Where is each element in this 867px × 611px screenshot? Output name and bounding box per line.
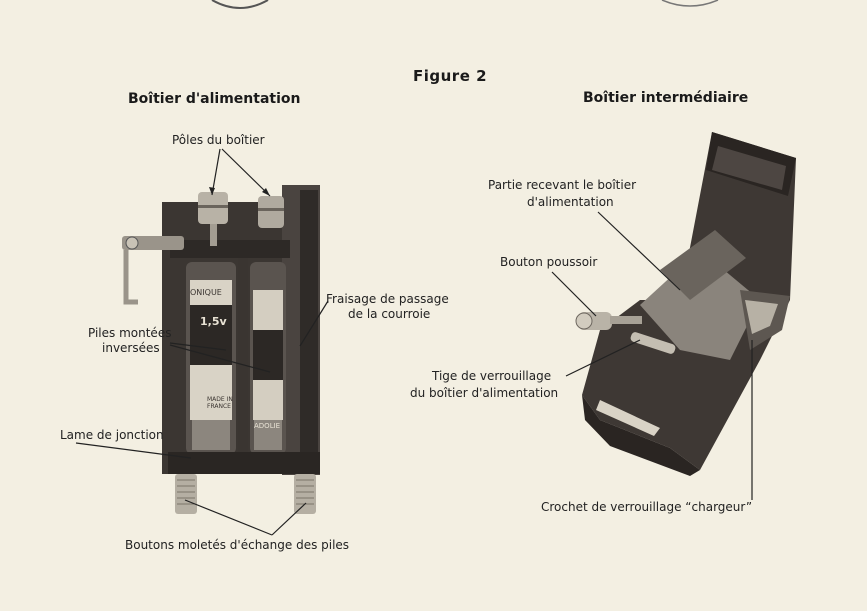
battery-voltage: 1,5v [200,315,227,328]
label-piles-line2: inversées [102,341,160,355]
label-crochet-de-verrouillage: Crochet de verrouillage “chargeur” [541,500,753,514]
label-lame-de-jonction: Lame de jonction [60,428,164,442]
label-piles-line1: Piles montées [88,326,172,340]
label-poles-du-boitier: Pôles du boîtier [172,133,265,147]
binding-ring-right [661,0,719,7]
battery-made-in: MADE IN [207,396,233,403]
label-tige-line1: Tige de verrouillage [432,369,552,383]
label-partie-line2: d'alimentation [527,195,614,209]
battery-brand-bottom: ADOLIE [254,422,281,430]
figure-title: Figure 2 [413,67,488,85]
label-partie-line1: Partie recevant le boîtier [488,178,637,192]
label-fraisage-line2: de la courroie [348,307,431,321]
battery-brand-top: ONIQUE [190,288,222,297]
right-panel-title: Boîtier intermédiaire [583,90,749,106]
label-fraisage-line1: Fraisage de passage [326,292,449,306]
binding-ring-left [211,0,269,9]
label-boutons-moletes: Boutons moletés d'échange des piles [125,538,350,552]
left-panel-title: Boîtier d'alimentation [128,91,301,107]
battery-made-in-country: FRANCE [207,403,231,410]
label-bouton-poussoir: Bouton poussoir [500,255,598,269]
label-tige-line2: du boîtier d'alimentation [410,386,559,400]
